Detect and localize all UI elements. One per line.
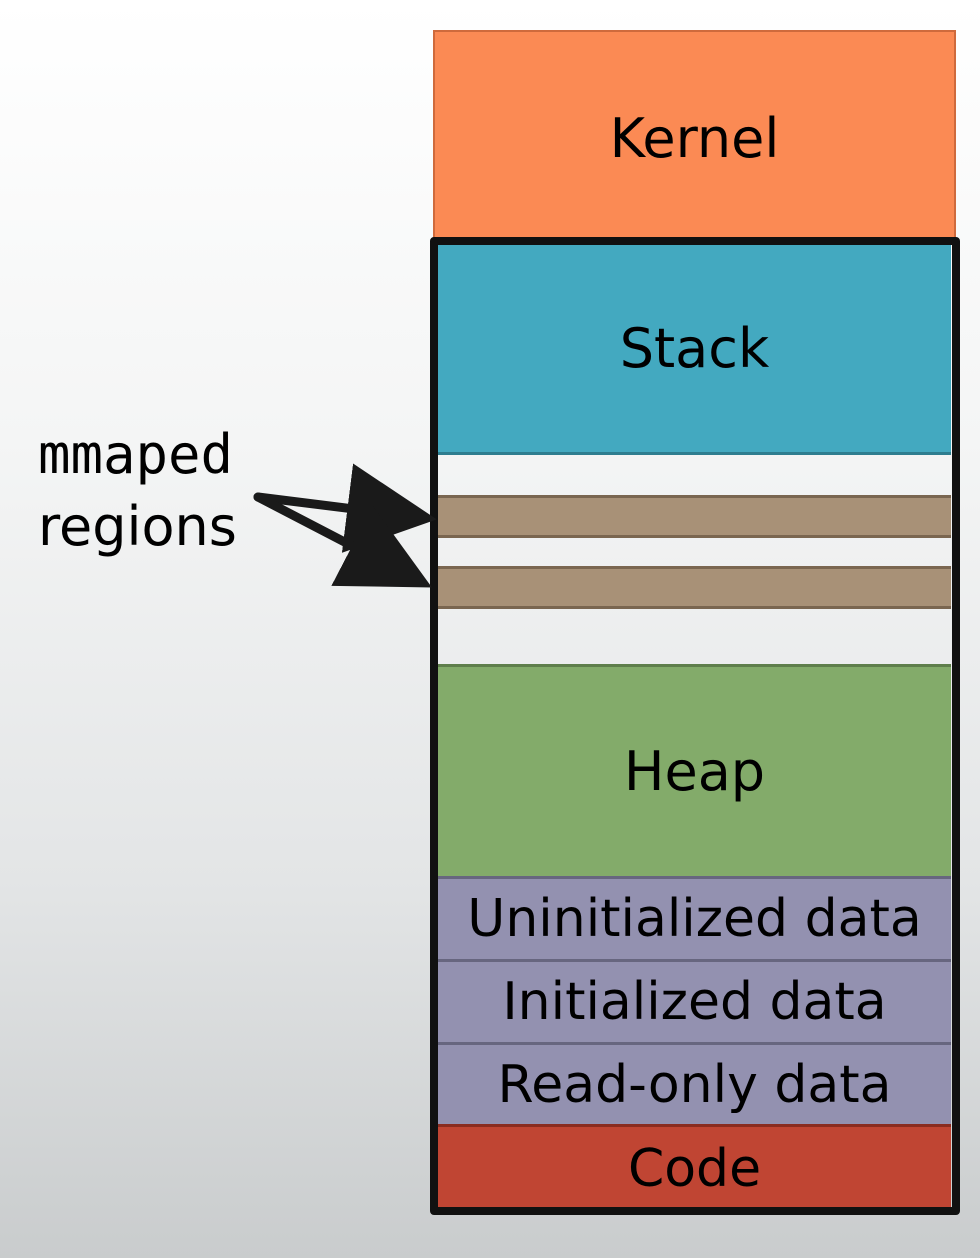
mmap-region-2 xyxy=(438,566,951,609)
read-only-data-label: Read-only data xyxy=(497,1054,892,1115)
stack-segment: Stack xyxy=(438,245,951,455)
initialized-data-segment: Initialized data xyxy=(438,959,951,1042)
heap-segment: Heap xyxy=(438,664,951,876)
uninitialized-data-segment: Uninitialized data xyxy=(438,876,951,959)
arrow-to-region-2 xyxy=(253,492,432,588)
annotation-line-1: mmaped xyxy=(38,423,234,486)
read-only-data-segment: Read-only data xyxy=(438,1042,951,1124)
kernel-segment: Kernel xyxy=(433,30,956,242)
heap-label: Heap xyxy=(623,740,766,803)
kernel-label: Kernel xyxy=(609,106,780,170)
code-segment: Code xyxy=(438,1124,951,1210)
uninitialized-data-label: Uninitialized data xyxy=(467,889,922,949)
initialized-data-label: Initialized data xyxy=(502,972,887,1032)
annotation-line-2: regions xyxy=(38,495,237,558)
mmaped-regions-annotation: mmaped regions xyxy=(38,428,237,554)
stack-label: Stack xyxy=(619,317,770,380)
mmap-region-1 xyxy=(438,495,951,538)
code-label: Code xyxy=(627,1138,762,1199)
